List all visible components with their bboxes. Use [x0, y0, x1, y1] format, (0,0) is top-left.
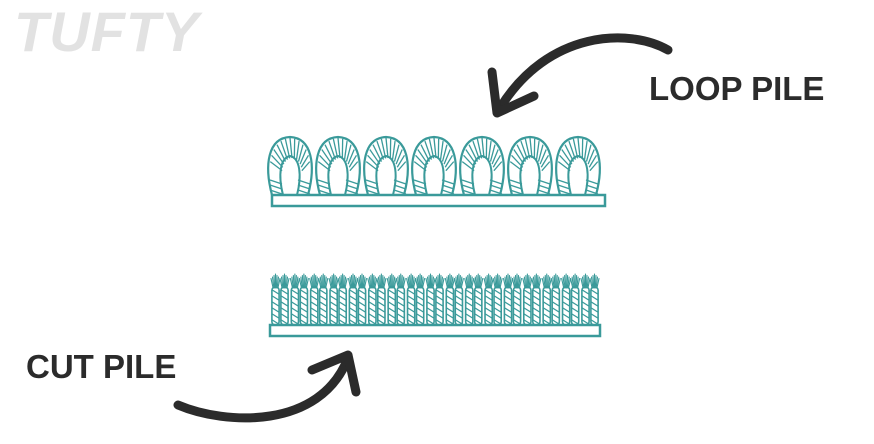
- yarn-loop: [507, 135, 553, 196]
- yarn-tuft: [406, 273, 426, 326]
- yarn-tuft: [483, 273, 503, 326]
- cut-pile-backing: [268, 323, 602, 338]
- yarn-tuft: [541, 273, 561, 326]
- yarn-tuft: [309, 273, 329, 326]
- yarn-tuft: [386, 273, 406, 326]
- loop-pile-label: LOOP PILE: [649, 70, 825, 107]
- yarn-tuft: [522, 273, 542, 326]
- yarn-tuft: [328, 273, 348, 326]
- yarn-tuft: [561, 273, 581, 326]
- yarn-tuft: [289, 273, 309, 326]
- loop-pile-backing: [270, 193, 607, 208]
- loop-pile-arrow: [487, 33, 673, 118]
- tufty-logo: TUFTY: [14, 0, 200, 63]
- yarn-loop: [411, 135, 457, 196]
- yarn-tuft: [367, 273, 387, 326]
- yarn-tuft: [464, 273, 484, 326]
- cut-pile-label: CUT PILE: [26, 348, 177, 385]
- cut-pile-arrow: [173, 350, 361, 423]
- yarn-tuft: [502, 273, 523, 326]
- loop-pile-illustration: [267, 135, 601, 196]
- yarn-tuft: [270, 273, 290, 326]
- yarn-tuft: [580, 273, 600, 326]
- cut-pile-illustration: [270, 273, 600, 326]
- yarn-loop: [267, 135, 313, 196]
- yarn-loop: [363, 135, 409, 196]
- yarn-tuft: [425, 273, 445, 326]
- yarn-loop: [315, 135, 361, 196]
- yarn-loop: [555, 135, 601, 196]
- yarn-tuft: [444, 273, 464, 326]
- yarn-tuft: [347, 273, 368, 326]
- yarn-loop: [459, 135, 505, 196]
